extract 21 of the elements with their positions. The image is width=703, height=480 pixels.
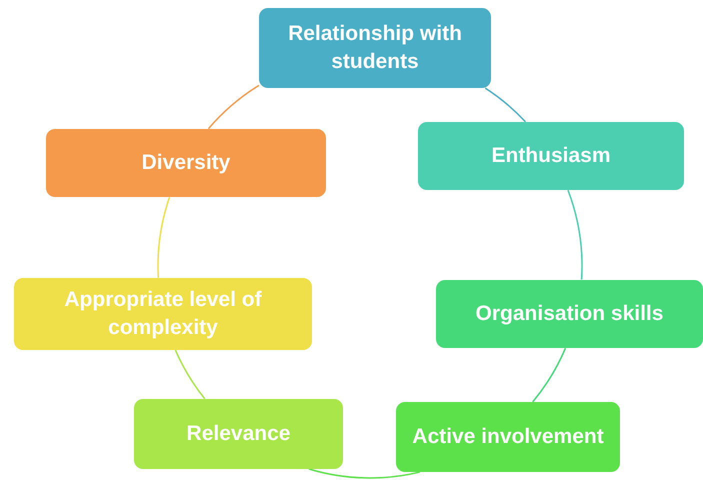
connector-arc xyxy=(174,350,206,400)
connector-arc xyxy=(532,348,566,402)
topic-label: Enthusiasm xyxy=(491,142,611,169)
topic-box xyxy=(14,278,312,350)
connector-arc xyxy=(308,468,420,479)
topic-box xyxy=(436,280,703,348)
topic-label: Organisation skills xyxy=(476,300,664,327)
topic-box xyxy=(46,129,326,197)
topic-label: Relevance xyxy=(186,420,290,447)
topic-label: Appropriate level of complexity xyxy=(63,286,263,341)
topic-label: Diversity xyxy=(142,150,230,176)
topic-box xyxy=(396,402,620,472)
topic-box xyxy=(259,8,491,88)
topic-box xyxy=(418,122,684,190)
connector-arc xyxy=(484,87,526,122)
topic-box xyxy=(134,399,343,469)
connector-arc xyxy=(208,84,260,130)
topic-label: Active involvement xyxy=(412,424,604,450)
topic-label: Relationship with students xyxy=(287,20,463,75)
connector-arc xyxy=(567,190,583,280)
connector-arc xyxy=(157,197,170,278)
